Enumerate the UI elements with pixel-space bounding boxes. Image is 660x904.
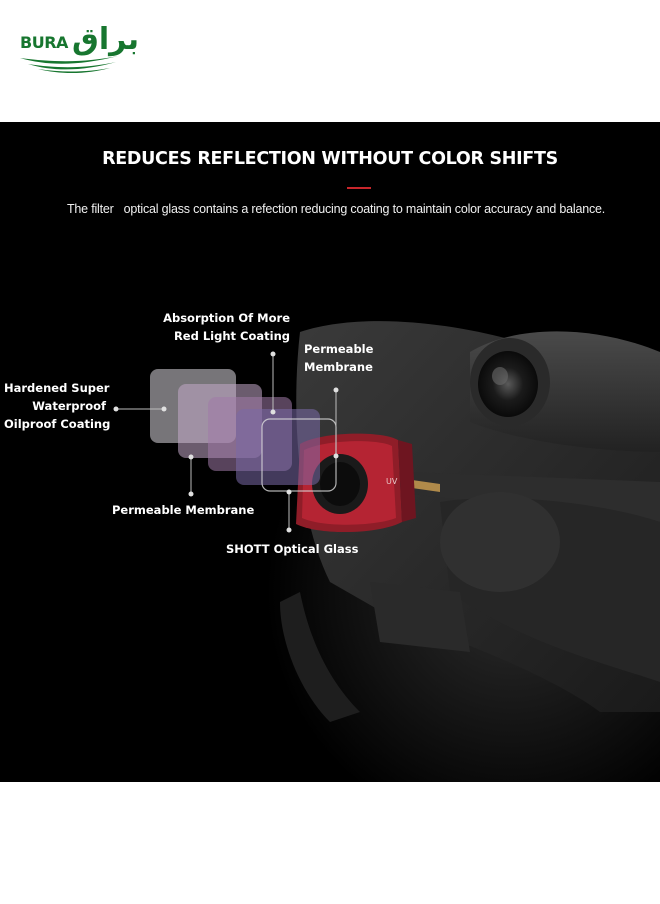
filter-glass-layers [150, 369, 337, 492]
brand-latin-text: BURA [20, 33, 68, 52]
callout-permeable-top: Permeable Membrane [304, 342, 374, 374]
callout-hardened: Hardened Super Waterproof Oilproof Coati… [4, 381, 111, 431]
uv-mark: UV [386, 477, 398, 486]
product-feature-panel: UV REDUCES REFLECT [0, 122, 660, 782]
callout-permeable-bottom: Permeable Membrane [112, 503, 255, 517]
accent-divider [347, 187, 371, 189]
subline-start: The filter [67, 202, 114, 216]
filter-mount [296, 433, 416, 533]
subline-end: optical glass contains a refection reduc… [123, 202, 606, 216]
brand-arabic-text: براق [72, 22, 140, 57]
leaf-swoosh-icon [20, 56, 118, 74]
filter-layer-4 [236, 409, 320, 485]
drone-filter-illustration: UV [113, 321, 660, 722]
callout-schott: SHOTT Optical Glass [226, 542, 359, 556]
callout-leaders [113, 351, 339, 533]
panel-subline: The filter optical glass contains a refec… [67, 202, 605, 216]
drone-body [280, 321, 660, 722]
panel-headline: REDUCES REFLECTION WITHOUT COLOR SHIFTS [102, 149, 558, 169]
callout-absorption: Absorption Of More Red Light Coating [163, 311, 290, 343]
brand-logo: BURA براق [18, 22, 139, 76]
